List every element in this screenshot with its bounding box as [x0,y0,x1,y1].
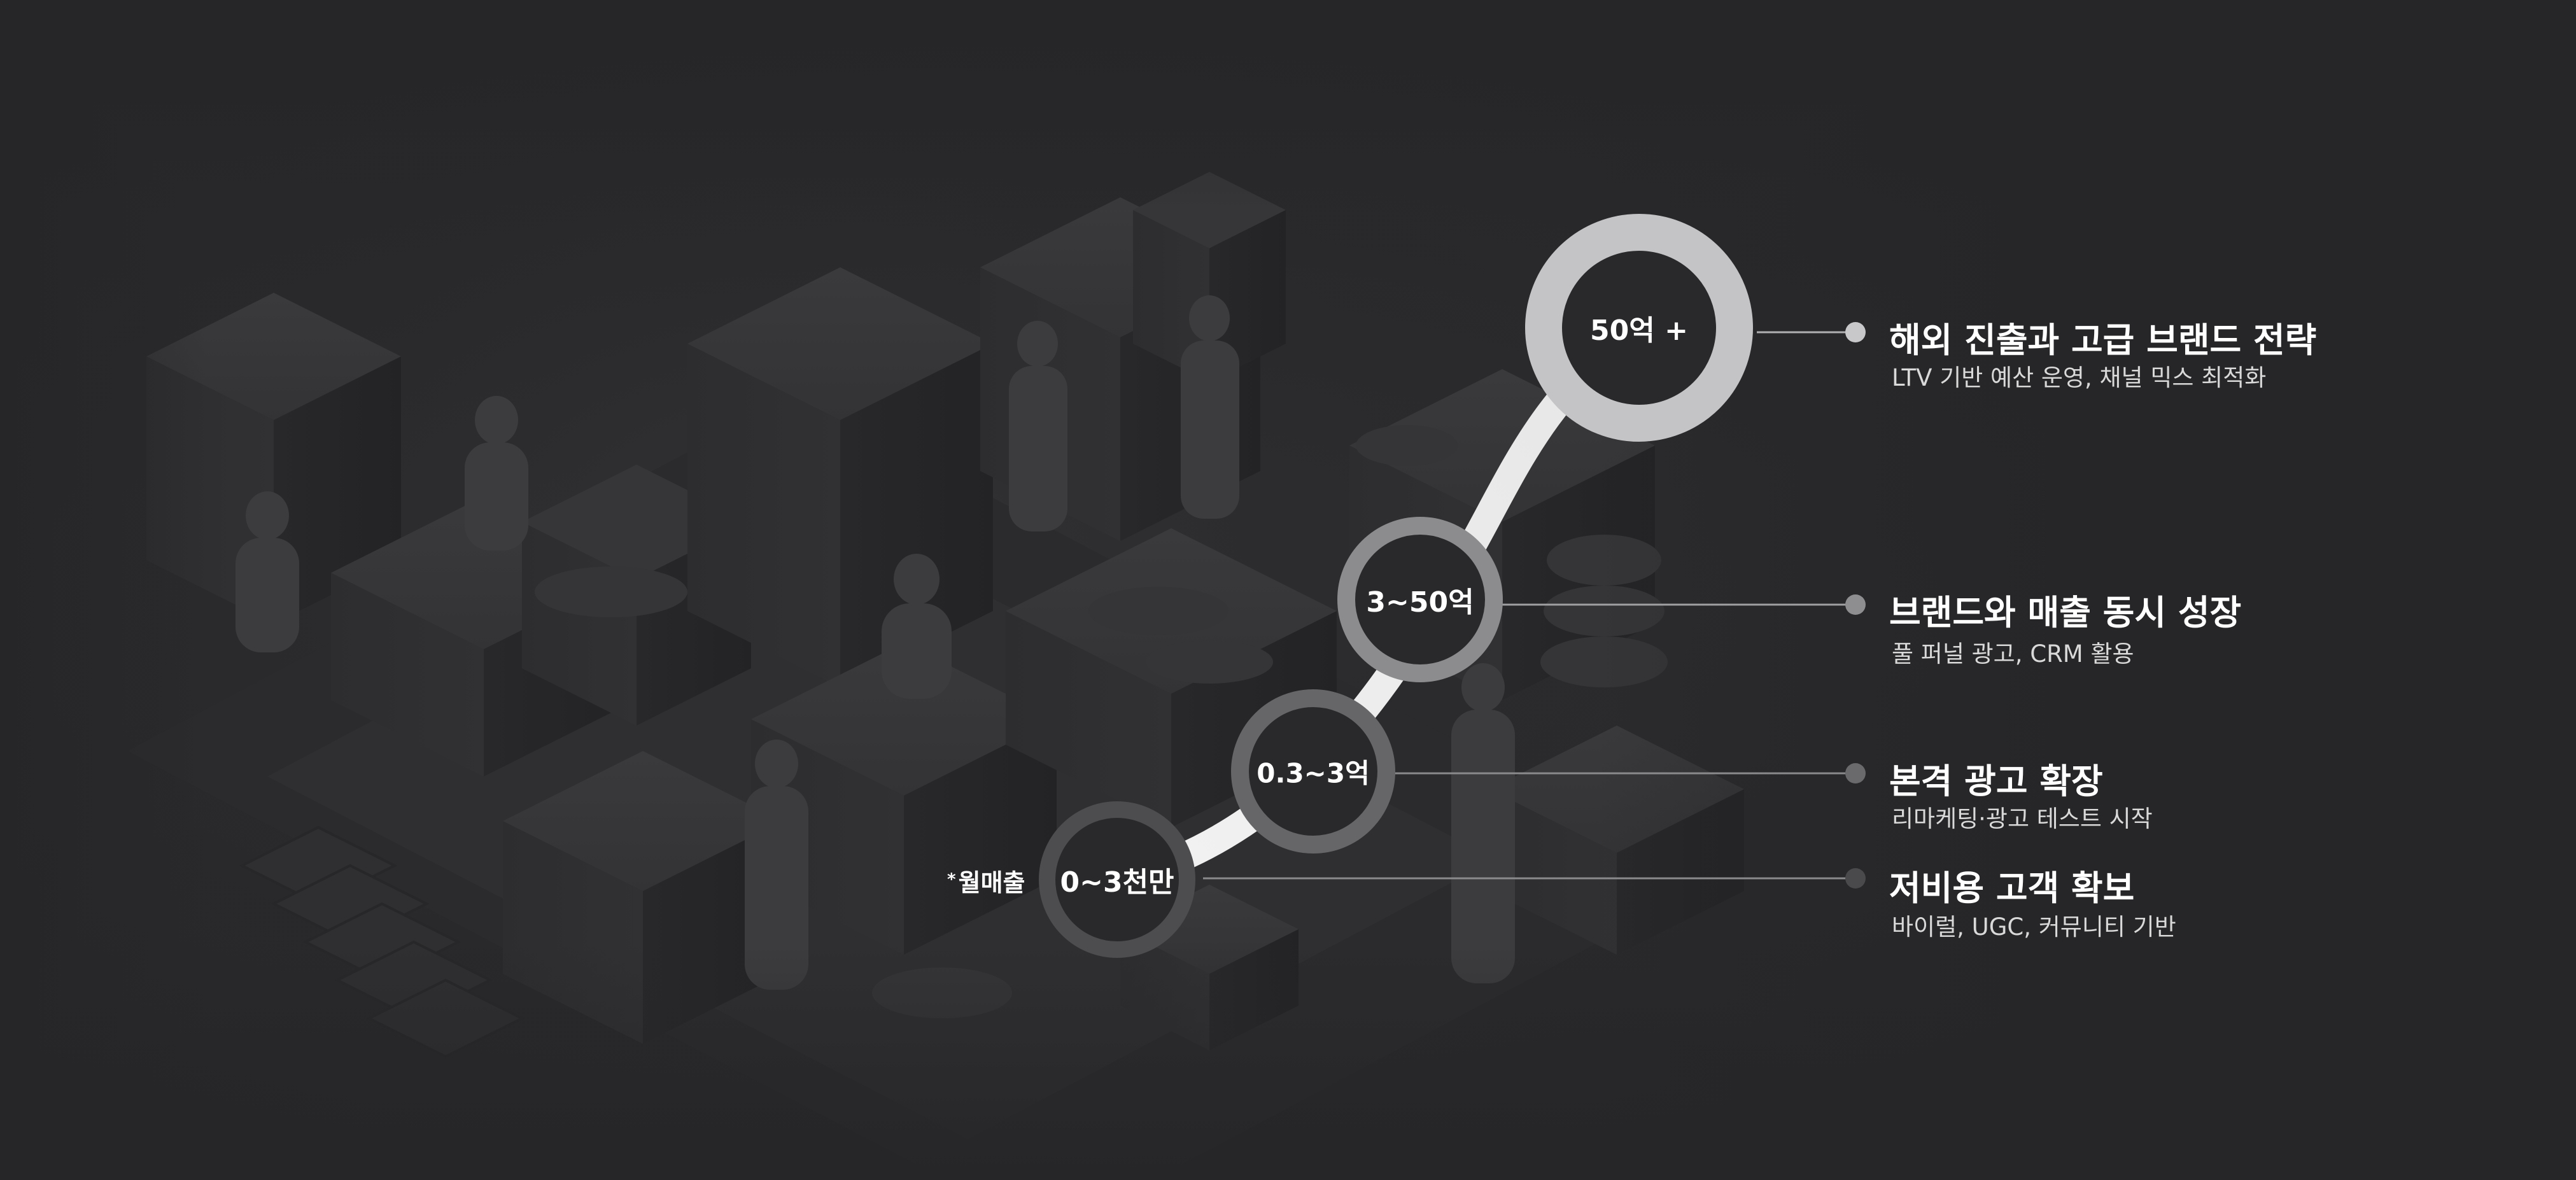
dot-stage-1 [1845,868,1866,889]
stage-title-4: 해외 진출과 고급 브랜드 전략 [1889,320,2317,360]
dot-stage-4 [1845,322,1866,342]
stage-title-2: 본격 광고 확장 [1889,761,2103,801]
ring-stage-4 [1525,214,1753,442]
stage-description-3: 풀 퍼널 광고, CRM 활용 [1892,640,2134,668]
revenue-label-stage-4: 50억 + [1590,314,1688,347]
stage-description-1: 바이럴, UGC, 커뮤니티 기반 [1892,913,2176,941]
monthly-revenue-label: 월매출 [958,869,1025,897]
ring-stage-3 [1337,517,1503,682]
revenue-label-stage-3: 3~50억 [1366,586,1474,619]
ring-stage-1 [1039,801,1195,958]
dot-stage-3 [1845,594,1866,615]
monthly-revenue-note: *월매출 [947,863,1025,898]
stage-title-3: 브랜드와 매출 동시 성장 [1889,593,2242,633]
stage-description-4: LTV 기반 예산 운영, 채널 믹스 최적화 [1892,364,2267,391]
ring-stage-2 [1231,689,1395,853]
revenue-label-stage-1: 0~3천만 [1060,866,1174,899]
revenue-label-stage-2: 0.3~3억 [1256,757,1370,789]
stage-description-2: 리마케팅·광고 테스트 시작 [1892,805,2153,832]
footnote-marker: * [947,870,956,889]
stage-title-1: 저비용 고객 확보 [1889,868,2135,908]
dot-stage-2 [1845,763,1866,783]
